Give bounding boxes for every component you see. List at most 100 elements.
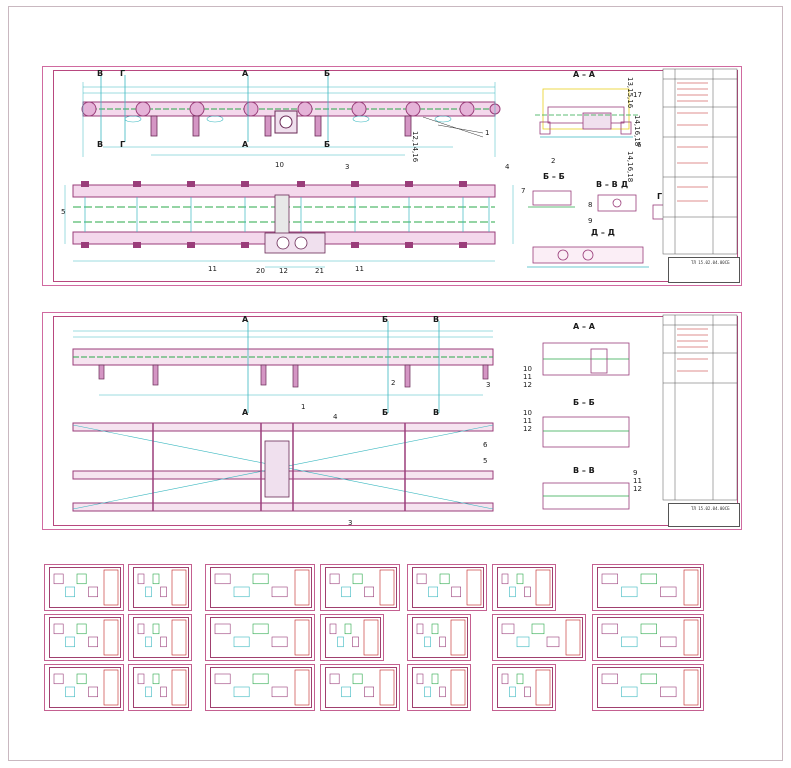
frame-plan-gussets	[264, 440, 290, 498]
title-block-1: ТЛ 15.02.04.00СБ	[668, 257, 740, 283]
thumbnail-sheet[interactable]	[320, 614, 384, 661]
thumbnail-detail	[88, 636, 98, 648]
sheet2-vv-11: 11	[633, 477, 642, 485]
thumbnail-detail	[53, 573, 64, 585]
thumbnail-drawing	[601, 569, 699, 606]
thumbnail-detail	[53, 623, 64, 635]
thumbnail-drawing	[214, 669, 310, 706]
thumbnail-title-block	[450, 619, 466, 656]
thumbnail-detail	[76, 673, 87, 685]
section-marks-top	[100, 75, 329, 142]
thumbnail-detail	[439, 573, 450, 585]
legs-top	[150, 115, 412, 137]
thumbnail-sheet[interactable]	[320, 564, 400, 611]
spec-text-lines-1	[677, 82, 708, 202]
thumbnail-detail	[352, 636, 359, 648]
thumbnail-title-block	[171, 569, 187, 606]
thumbnail-drawing	[53, 619, 119, 656]
thumbnail-sheet[interactable]	[128, 564, 192, 611]
sheet2-callout-4: 4	[333, 413, 338, 421]
section-aa-drawing	[535, 88, 638, 138]
drive-unit-top	[274, 110, 298, 134]
section-mark-g-bottom: Г	[120, 140, 125, 149]
specification-table-2	[662, 314, 738, 501]
thumbnail-detail	[660, 636, 677, 648]
thumbnail-title-block	[379, 569, 395, 606]
drawing-sheet-2[interactable]: А Б В А Б В 1 2 3 4 6 5 3 А – А	[42, 312, 742, 530]
thumbnail-sheet[interactable]	[128, 664, 192, 711]
callout-13-15-16: 13,15,16	[626, 77, 634, 109]
thumbnail-sheet[interactable]	[407, 664, 471, 711]
frame-plan-crossmembers	[152, 423, 406, 511]
sheet2-bb-10: 10	[523, 409, 532, 417]
thumbnail-detail	[76, 573, 87, 585]
thumbnail-detail	[431, 673, 439, 685]
drawing-sheet-1[interactable]: В Г А Б В Г А Б 1 12,14,16	[42, 66, 742, 286]
thumbnail-drawing	[601, 619, 699, 656]
thumbnail-sheet[interactable]	[386, 618, 406, 658]
thumbnail-title-block	[171, 669, 187, 706]
thumbnail-sheet[interactable]	[407, 614, 471, 661]
thumbnail-detail	[88, 686, 98, 698]
thumbnail-sheet[interactable]	[128, 614, 192, 661]
sheet2-mark-a: А	[242, 315, 249, 324]
thumbnail-sheet[interactable]	[592, 664, 704, 711]
sheet2-view-vv: В – В	[573, 466, 595, 475]
sheet-2-drawing: А Б В А Б В 1 2 3 4 6 5 3 А – А	[72, 314, 738, 527]
thumbnail-detail	[65, 686, 75, 698]
thumbnail-sheet[interactable]	[592, 564, 704, 611]
thumbnail-detail	[152, 673, 160, 685]
spec-text-lines-2	[677, 328, 708, 372]
thumbnail-detail	[601, 623, 618, 635]
thumbnail-title-block	[363, 619, 379, 656]
thumbnail-detail	[337, 636, 344, 648]
thumbnail-detail	[501, 673, 509, 685]
thumbnail-detail	[233, 686, 250, 698]
thumbnail-detail	[516, 573, 524, 585]
sheet2-vv-9: 9	[633, 469, 637, 477]
thumbnail-sheet[interactable]	[592, 614, 704, 661]
rollers-top	[81, 101, 501, 117]
thumbnail-sheet[interactable]	[320, 664, 400, 711]
thumbnail-title-block	[379, 669, 395, 706]
thumbnail-sheet[interactable]	[205, 614, 315, 661]
title-block-code-1: ТЛ 15.02.04.00СБ	[691, 260, 730, 265]
plan-dimensions	[64, 185, 514, 268]
thumbnail-sheet[interactable]	[205, 664, 315, 711]
thumbnail-drawing	[501, 669, 551, 706]
thumbnail-sheet[interactable]	[44, 664, 124, 711]
drive-motor-plan	[264, 194, 326, 254]
thumbnail-sheet[interactable]	[492, 614, 586, 661]
thumbnail-detail	[214, 573, 231, 585]
callout-14-16-18a: 14,16,18	[633, 115, 641, 146]
thumbnail-detail	[364, 686, 374, 698]
thumbnail-title-block	[294, 619, 310, 656]
thumbnail-sheet[interactable]	[407, 564, 487, 611]
thumbnail-detail	[252, 673, 269, 685]
view-title-aa: А – А	[573, 70, 596, 79]
thumbnail-title-block	[171, 619, 187, 656]
thumbnail-title-block	[103, 669, 119, 706]
thumbnail-detail	[660, 686, 677, 698]
sheet2-aa-11: 11	[523, 373, 532, 381]
thumbnail-detail	[640, 623, 657, 635]
thumbnail-detail	[160, 636, 167, 648]
callout-4: 4	[505, 163, 510, 171]
thumbnail-sheet[interactable]	[492, 664, 556, 711]
section-mark-v: В	[97, 69, 103, 78]
section-marks-sheet2	[247, 321, 440, 413]
thumbnail-detail	[352, 573, 363, 585]
thumbnail-detail	[364, 586, 374, 598]
thumbnail-drawing	[53, 569, 119, 606]
thumbnail-sheet[interactable]	[44, 564, 124, 611]
thumbnail-detail	[439, 636, 446, 648]
thumbnail-drawing	[501, 619, 581, 656]
thumbnail-detail	[152, 623, 160, 635]
thumbnail-sheet[interactable]	[492, 564, 556, 611]
thumbnail-sheet[interactable]	[205, 564, 315, 611]
section-mark-a: А	[242, 69, 249, 78]
thumbnail-detail	[601, 573, 618, 585]
thumbnail-sheet[interactable]	[44, 614, 124, 661]
title-block-2: ТЛ 15.02.04.00СБ	[668, 503, 740, 527]
thumbnail-detail	[214, 673, 231, 685]
